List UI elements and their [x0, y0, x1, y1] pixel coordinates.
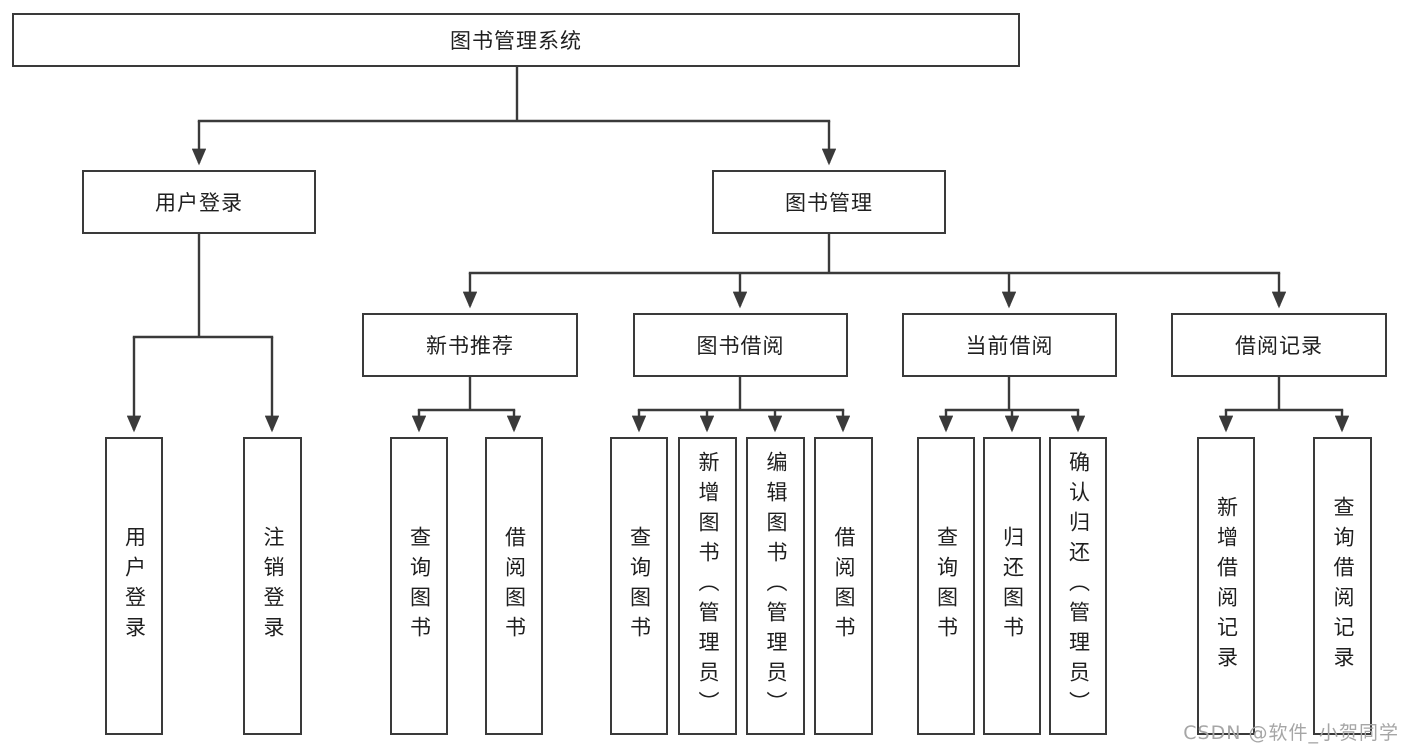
leaf-add-borrow-record-label: 新增借阅记录	[1214, 496, 1239, 676]
node-library-system: 图书管理系统	[12, 13, 1020, 67]
node-new-book-recommend: 新书推荐	[362, 313, 578, 377]
node-current-borrow: 当前借阅	[902, 313, 1117, 377]
watermark: CSDN @软件_小贺同学	[1183, 722, 1399, 744]
leaf-return-book-label: 归还图书	[1000, 526, 1025, 646]
leaf-query-book-recommend: 查询图书	[390, 437, 448, 735]
leaf-add-book-admin: 新增图书（管理员）	[678, 437, 737, 735]
leaf-query-book-borrow-label: 查询图书	[627, 526, 652, 646]
node-book-management-label: 图书管理	[785, 191, 873, 215]
node-book-borrow: 图书借阅	[633, 313, 848, 377]
leaf-borrow-book-recommend: 借阅图书	[485, 437, 543, 735]
leaf-confirm-return-admin: 确认归还（管理员）	[1049, 437, 1107, 735]
leaf-query-book-current: 查询图书	[917, 437, 975, 735]
node-book-management: 图书管理	[712, 170, 946, 234]
leaf-edit-book-admin: 编辑图书（管理员）	[746, 437, 805, 735]
leaf-borrow-book-label: 借阅图书	[832, 526, 856, 646]
leaf-add-book-admin-label: 新增图书（管理员）	[696, 451, 720, 721]
leaf-user-login-label: 用户登录	[122, 526, 147, 646]
leaf-logout: 注销登录	[243, 437, 302, 735]
node-borrow-records: 借阅记录	[1171, 313, 1387, 377]
leaf-borrow-book: 借阅图书	[814, 437, 873, 735]
node-user-login: 用户登录	[82, 170, 316, 234]
leaf-query-borrow-record-label: 查询借阅记录	[1331, 496, 1355, 676]
leaf-return-book: 归还图书	[983, 437, 1041, 735]
leaf-query-book-current-label: 查询图书	[934, 526, 959, 646]
leaf-confirm-return-admin-label: 确认归还（管理员）	[1066, 451, 1091, 721]
node-new-book-recommend-label: 新书推荐	[426, 334, 514, 358]
node-current-borrow-label: 当前借阅	[965, 334, 1054, 358]
node-user-login-label: 用户登录	[155, 191, 243, 215]
leaf-edit-book-admin-label: 编辑图书（管理员）	[764, 451, 788, 721]
leaf-user-login: 用户登录	[105, 437, 163, 735]
leaf-query-borrow-record: 查询借阅记录	[1313, 437, 1372, 735]
leaf-add-borrow-record: 新增借阅记录	[1197, 437, 1255, 735]
leaf-borrow-book-recommend-label: 借阅图书	[502, 526, 527, 646]
leaf-query-book-borrow: 查询图书	[610, 437, 668, 735]
leaf-query-book-recommend-label: 查询图书	[407, 526, 432, 646]
node-book-borrow-label: 图书借阅	[696, 334, 785, 358]
leaf-logout-label: 注销登录	[261, 526, 285, 646]
node-library-system-label: 图书管理系统	[450, 29, 582, 53]
node-borrow-records-label: 借阅记录	[1235, 334, 1323, 358]
